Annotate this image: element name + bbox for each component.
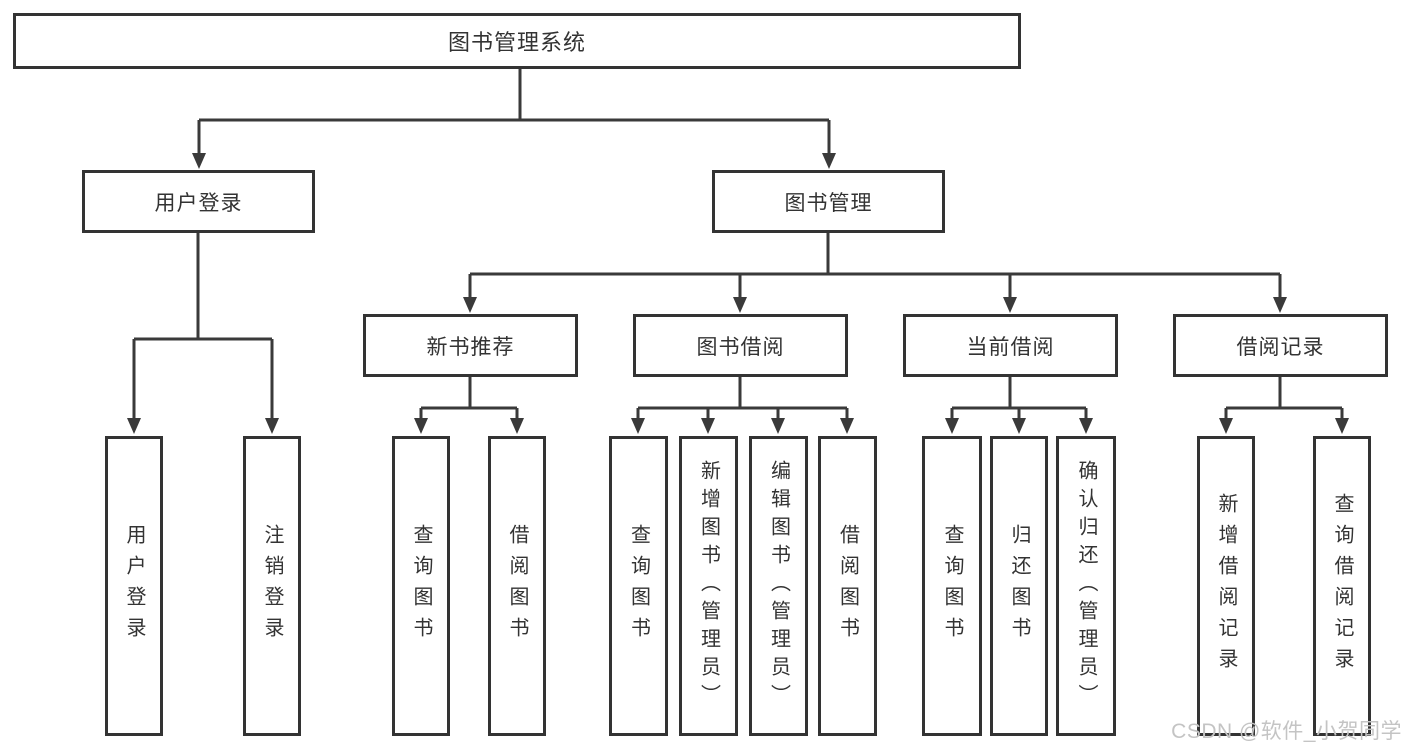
leaf-logout-login: 注销登录 <box>243 436 301 736</box>
leaf-add-borrow-record-label: 新增借阅记录 <box>1215 493 1237 679</box>
leaf-add-books-admin-label: 新增图书（管理员） <box>697 460 720 712</box>
leaf-borrow-books-label: 借阅图书 <box>836 524 859 648</box>
connector-book-borrow-children <box>636 377 849 421</box>
leaf-borrow-books: 借阅图书 <box>818 436 877 736</box>
leaf-return-books: 归还图书 <box>990 436 1048 736</box>
node-borrowing-records: 借阅记录 <box>1173 314 1388 377</box>
leaf-add-borrow-record: 新增借阅记录 <box>1197 436 1255 736</box>
leaf-confirm-return-admin: 确认归还（管理员） <box>1056 436 1116 736</box>
leaf-edit-books-admin: 编辑图书（管理员） <box>749 436 808 736</box>
arrowheads-borrow-records-leaves <box>1219 418 1349 434</box>
leaf-query-books-recommend: 查询图书 <box>392 436 450 736</box>
arrowheads-user-login-leaves <box>127 418 279 434</box>
leaf-edit-books-admin-label: 编辑图书（管理员） <box>767 460 790 712</box>
arrowheads-level3 <box>463 297 1287 313</box>
node-new-book-recommendation: 新书推荐 <box>363 314 578 377</box>
arrowheads-current-borrow-leaves <box>945 418 1093 434</box>
arrowheads-new-book-rec-leaves <box>414 418 524 434</box>
leaf-borrow-books-recommend: 借阅图书 <box>488 436 546 736</box>
leaf-query-books-borrow: 查询图书 <box>609 436 668 736</box>
connector-root-to-level2 <box>197 69 831 158</box>
node-library-management-system: 图书管理系统 <box>13 13 1021 69</box>
leaf-query-borrow-record: 查询借阅记录 <box>1313 436 1371 736</box>
connector-new-book-rec-children <box>419 377 519 421</box>
leaf-confirm-return-admin-label: 确认归还（管理员） <box>1075 460 1097 712</box>
leaf-query-books-recommend-label: 查询图书 <box>410 524 432 648</box>
connector-current-borrow-children <box>950 377 1088 421</box>
node-book-management: 图书管理 <box>712 170 945 233</box>
node-current-borrowing: 当前借阅 <box>903 314 1118 377</box>
csdn-watermark: CSDN @软件_小贺同学 <box>1171 720 1402 743</box>
connector-user-login-children <box>132 233 274 421</box>
node-book-borrowing: 图书借阅 <box>633 314 848 377</box>
connector-borrow-records-children <box>1224 377 1344 421</box>
leaf-return-books-label: 归还图书 <box>1008 524 1030 648</box>
leaf-logout-login-label: 注销登录 <box>261 524 283 648</box>
leaf-user-login: 用户登录 <box>105 436 163 736</box>
leaf-query-borrow-record-label: 查询借阅记录 <box>1331 493 1353 679</box>
leaf-query-books-current: 查询图书 <box>922 436 982 736</box>
leaf-user-login-label: 用户登录 <box>123 524 145 648</box>
leaf-borrow-books-recommend-label: 借阅图书 <box>506 524 528 648</box>
connector-book-management-children <box>468 233 1282 300</box>
arrowheads-level2 <box>192 153 836 169</box>
leaf-query-books-current-label: 查询图书 <box>941 524 963 648</box>
arrowheads-book-borrow-leaves <box>631 418 854 434</box>
node-user-login: 用户登录 <box>82 170 315 233</box>
leaf-query-books-borrow-label: 查询图书 <box>627 524 650 648</box>
leaf-add-books-admin: 新增图书（管理员） <box>679 436 738 736</box>
